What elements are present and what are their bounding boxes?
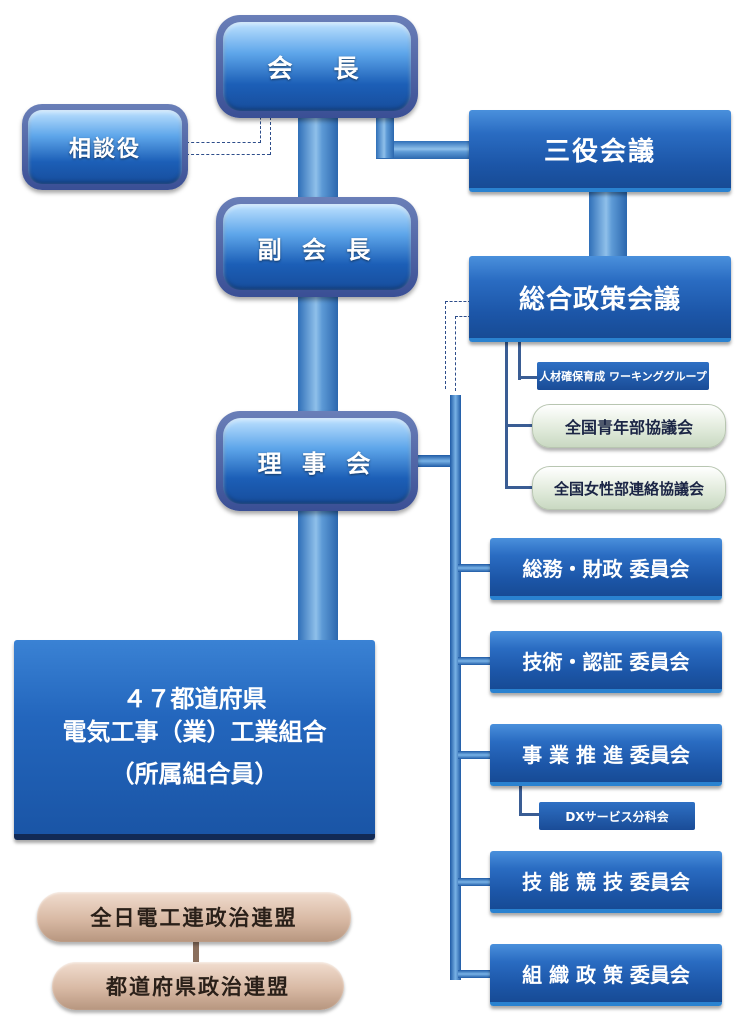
policy-link-3 xyxy=(445,301,446,389)
advisor-label: 相談役 xyxy=(28,110,182,184)
advisor-node: 相談役 xyxy=(22,104,188,190)
spine-branch-2 xyxy=(458,657,492,665)
prefectural-political-node: 都道府県政治連盟 xyxy=(52,962,344,1010)
board-node: 理 事 会 xyxy=(216,411,418,511)
advisor-link-1 xyxy=(186,142,261,143)
committee-tech-cert: 技術・認証 委員会 xyxy=(490,631,722,693)
three-officers-label: 三役会議 xyxy=(543,136,656,167)
spine-branch-5 xyxy=(458,970,492,978)
dx-subcommittee-node: DXサービス分科会 xyxy=(539,802,695,830)
members-line3: （所属組合員） xyxy=(110,759,279,788)
spine-branch-4 xyxy=(458,878,492,886)
committee-spine xyxy=(450,395,461,980)
youth-label: 全国青年部協議会 xyxy=(564,418,693,437)
women-node: 全国女性部連絡協議会 xyxy=(532,466,726,510)
dx-subcommittee-label: DXサービス分科会 xyxy=(565,809,669,824)
three-officers-node: 三役会議 xyxy=(469,110,731,192)
policy-link-4 xyxy=(455,316,456,391)
general-policy-node: 総合政策会議 xyxy=(469,256,731,342)
women-label: 全国女性部連絡協議会 xyxy=(553,479,704,498)
main-trunk-upper xyxy=(298,100,338,645)
spine-branch-1 xyxy=(458,564,492,572)
spine-branch-3 xyxy=(458,751,492,759)
political-link xyxy=(193,935,199,965)
chair-to-three-officers-v xyxy=(376,112,394,158)
hr-wg-branch xyxy=(518,376,538,379)
committee-organization: 組 織 政 策 委員会 xyxy=(490,944,722,1006)
advisor-link-3 xyxy=(260,112,261,143)
committee-label: 技 能 競 技 委員会 xyxy=(522,869,690,894)
hr-wg-label: 人材確保育成 ワーキンググループ xyxy=(539,370,707,383)
committee-label: 総務・財政 委員会 xyxy=(522,556,690,581)
vice-chair-node: 副 会 長 xyxy=(216,197,418,297)
committee-label: 組 織 政 策 委員会 xyxy=(522,962,690,987)
hr-wg-node: 人材確保育成 ワーキンググループ xyxy=(537,362,709,390)
general-policy-label: 総合政策会議 xyxy=(518,284,681,315)
policy-link-1 xyxy=(445,301,471,302)
advisor-link-4 xyxy=(270,112,271,155)
vice-chair-label: 副 会 長 xyxy=(223,204,411,290)
policy-link-2 xyxy=(455,316,471,317)
chair-node: 会 長 xyxy=(216,15,418,118)
national-political-node: 全日電工連政治連盟 xyxy=(37,892,351,942)
youth-node: 全国青年部協議会 xyxy=(532,404,726,448)
committee-label: 技術・認証 委員会 xyxy=(522,649,690,674)
youth-branch xyxy=(505,424,535,427)
dx-branch-v xyxy=(519,784,522,815)
members-line1: ４７都道府県 xyxy=(122,684,267,713)
members-line2: 電気工事（業）工業組合 xyxy=(62,718,327,747)
prefectural-political-label: 都道府県政治連盟 xyxy=(106,975,290,999)
chair-to-three-officers-h xyxy=(376,141,472,159)
committee-general-finance: 総務・財政 委員会 xyxy=(490,538,722,600)
policy-sub-v-left xyxy=(505,340,508,488)
committee-skills: 技 能 競 技 委員会 xyxy=(490,851,722,913)
chair-label: 会 長 xyxy=(223,22,411,111)
women-branch xyxy=(505,486,535,489)
board-to-committees-h xyxy=(416,455,460,467)
board-label: 理 事 会 xyxy=(223,418,411,504)
dx-branch-h xyxy=(519,813,541,816)
committee-label: 事 業 推 進 委員会 xyxy=(522,742,690,767)
policy-sub-v-right xyxy=(518,340,521,380)
national-political-label: 全日電工連政治連盟 xyxy=(90,906,298,930)
three-officers-to-policy xyxy=(589,190,627,260)
advisor-link-2 xyxy=(186,154,270,155)
committee-business: 事 業 推 進 委員会 xyxy=(490,724,722,786)
members-node: ４７都道府県 電気工事（業）工業組合 （所属組合員） xyxy=(14,640,375,840)
